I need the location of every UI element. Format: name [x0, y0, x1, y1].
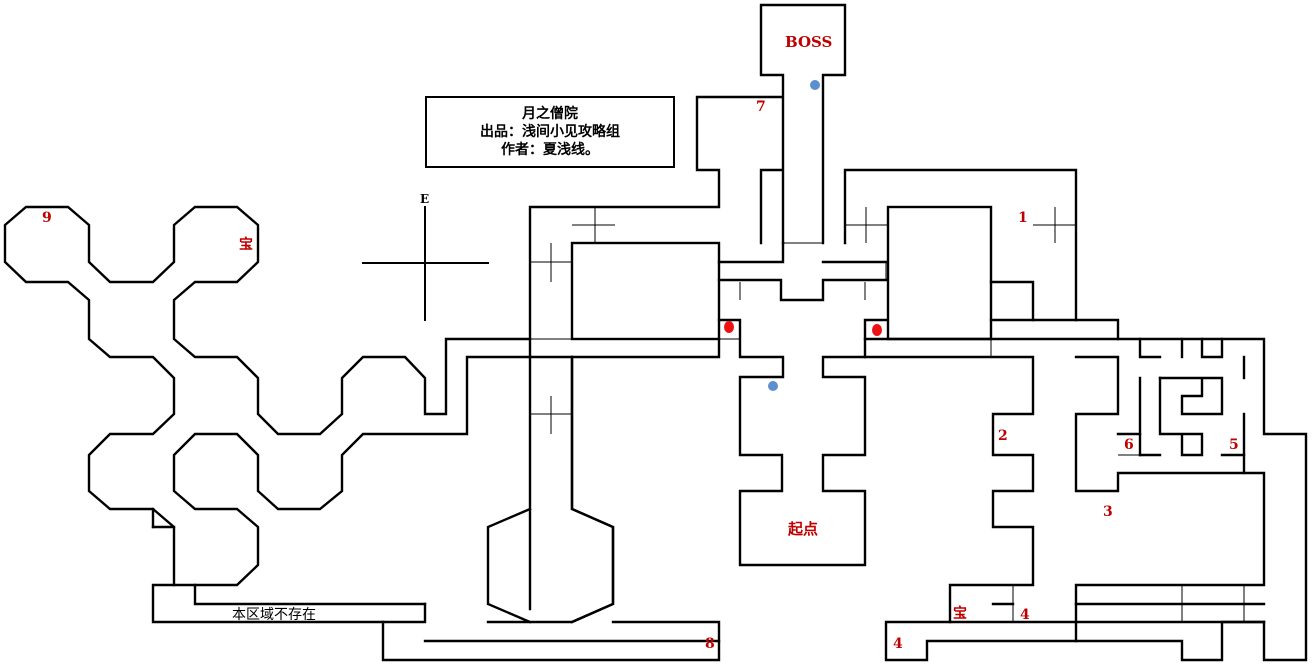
room-6-label: 6: [1124, 437, 1134, 453]
title-line-2: 出品：浅间小见攻略组: [480, 124, 620, 140]
start-room-label: 起点: [788, 520, 819, 538]
compass-east-label: E: [420, 192, 430, 206]
room-9-label: 9: [42, 210, 52, 226]
red-marker-right: [872, 324, 882, 336]
room-2-label: 2: [998, 428, 1008, 444]
room-3-label: 3: [1103, 504, 1113, 520]
title-box: 月之僧院 出品：浅间小见攻略组 作者：夏浅线。: [425, 96, 675, 168]
red-marker-left: [724, 321, 734, 333]
room-1-label: 1: [1018, 210, 1028, 226]
title-line-1: 月之僧院: [522, 106, 578, 122]
octagon-room-9: [3, 205, 532, 606]
title-line-3: 作者：夏浅线。: [501, 142, 599, 158]
boss-room-wall: [759, 3, 847, 245]
room-4b-label: 4: [893, 636, 903, 652]
treasure-left-label: 宝: [239, 237, 253, 253]
room-4a-label: 4: [1020, 607, 1030, 623]
room-8-label: 8: [705, 636, 715, 652]
room-5-label: 5: [1229, 437, 1239, 453]
room-7-wall: [759, 168, 783, 245]
boss-room-label: BOSS: [785, 33, 833, 51]
blue-marker-center: [768, 381, 778, 391]
treasure-right-label: 宝: [953, 606, 967, 622]
blue-marker-top: [810, 80, 820, 90]
hub-left-block: [570, 241, 721, 341]
nonexistent-area-note: 本区域不存在: [232, 607, 316, 623]
room-7-label: 7: [756, 99, 766, 115]
hub-right-block: [886, 205, 993, 341]
